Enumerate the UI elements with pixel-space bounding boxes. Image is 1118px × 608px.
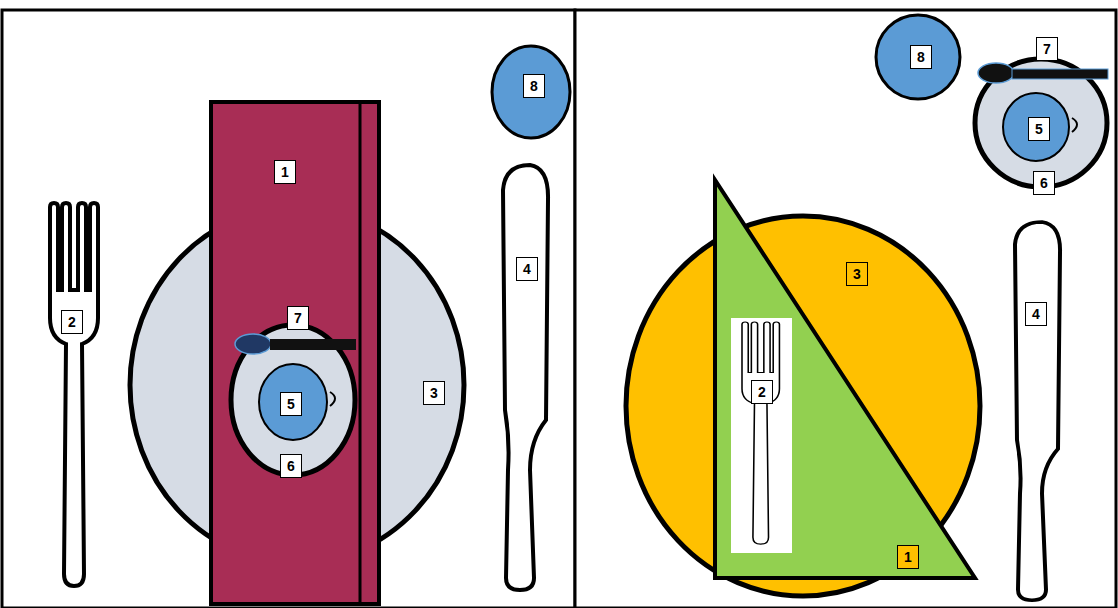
saucer — [975, 59, 1107, 187]
knife — [503, 165, 548, 590]
cup — [1003, 93, 1069, 161]
napkin — [715, 180, 975, 578]
callout-number: 6 — [1033, 171, 1055, 195]
glass — [492, 46, 570, 138]
callout-number: 7 — [287, 306, 309, 330]
callout-number: 7 — [1036, 37, 1058, 61]
callout-number: 6 — [280, 454, 302, 478]
spoon-handle — [270, 339, 356, 350]
callout-number: 2 — [751, 380, 773, 404]
callout-number: 5 — [280, 392, 302, 416]
spoon-handle — [1012, 69, 1108, 79]
callout-number: 1 — [274, 160, 296, 184]
callout-number: 5 — [1028, 117, 1050, 141]
cup-handle — [1072, 118, 1077, 132]
cup-handle — [330, 392, 335, 406]
left-panel — [2, 10, 575, 608]
callout-number: 1 — [897, 545, 919, 569]
glass — [876, 15, 960, 99]
fork-backing — [731, 318, 792, 553]
napkin-fold — [359, 104, 362, 602]
napkin — [211, 102, 379, 604]
callout-number: 4 — [516, 257, 538, 281]
callout-number: 3 — [423, 381, 445, 405]
spoon-bowl — [978, 63, 1014, 83]
spoon-bowl — [235, 334, 271, 354]
knife — [1015, 222, 1060, 600]
callout-number: 4 — [1025, 302, 1047, 326]
callout-number: 8 — [910, 45, 932, 69]
saucer — [231, 325, 355, 475]
fork — [50, 203, 98, 586]
right-panel — [575, 10, 1116, 608]
callout-number: 3 — [846, 262, 868, 286]
fork — [742, 322, 779, 544]
cup — [259, 364, 327, 440]
callout-number: 2 — [61, 310, 83, 334]
callout-number: 8 — [523, 74, 545, 98]
